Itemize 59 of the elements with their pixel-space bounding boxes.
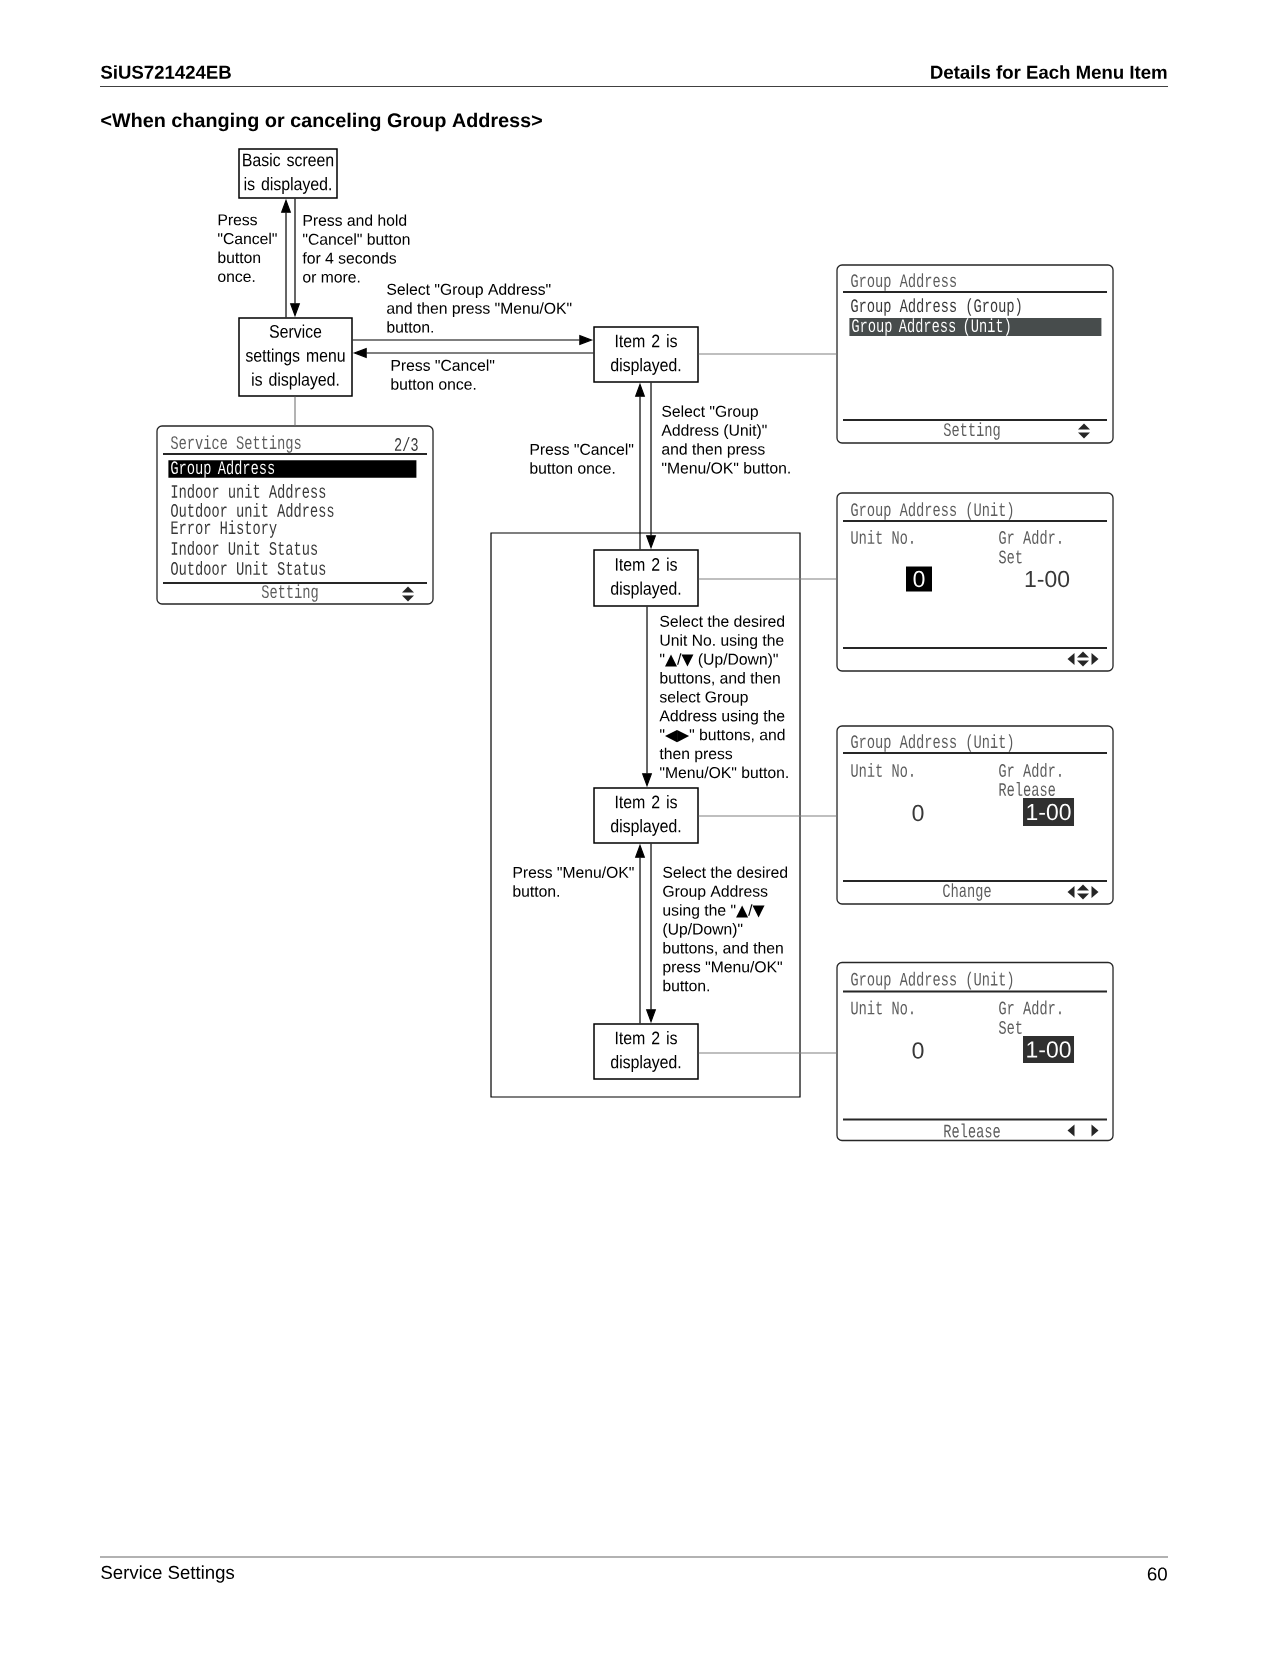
edge-label: Select "Group Address" and then press "Menu/OK" button. xyxy=(387,283,572,333)
page-number: 60 xyxy=(1147,1567,1167,1581)
connector-line xyxy=(698,1052,837,1054)
edge-label: Select "Group Address (Unit)" and then press "Menu/OK" button. xyxy=(661,405,790,474)
field-label: Gr Addr. xyxy=(999,763,1061,777)
edge-label: Press "Cancel" button once. xyxy=(218,214,277,283)
screen-title: Group Address (Unit) xyxy=(851,502,1013,520)
edge-label: Select the desired Unit No. using the "▲/▼ (Up/Down)" buttons, and then select Group Address using the "◀▶" buttons, and then press "Menu/OK" button. xyxy=(659,615,788,779)
menu-item: Group Address (Group) xyxy=(851,298,1021,316)
screen-title: Group Address (Unit) xyxy=(851,971,1013,990)
group-frame xyxy=(490,532,801,1098)
process-box: Item 2 is displayed. xyxy=(593,549,699,607)
page-indicator: 2/3 xyxy=(394,437,418,451)
menu-item: Error History xyxy=(171,520,277,538)
edge-label: Press "Cancel" button once. xyxy=(530,443,634,474)
footer-text: Service Settings xyxy=(101,1565,235,1583)
field-label: Gr Addr. xyxy=(999,530,1061,544)
softkey-label: Change xyxy=(943,883,991,901)
menu-item: Outdoor unit Address xyxy=(171,503,334,517)
screen-title: Service Settings xyxy=(170,435,301,453)
selected-menu-item: Group Address xyxy=(168,460,417,478)
connector-line xyxy=(294,396,296,426)
softkey-label: Setting xyxy=(943,422,1000,440)
process-box: Service settings menu is displayed. xyxy=(238,317,353,397)
section-heading: Details for Each Menu Item xyxy=(931,65,1167,79)
value-text: 0 xyxy=(912,804,924,822)
edge-label: Press "Menu/OK" button. xyxy=(513,866,634,897)
softkey-label: Setting xyxy=(261,584,318,602)
selected-value: 1-00 xyxy=(1023,798,1074,826)
status-text: Release xyxy=(999,782,1055,796)
connector-line xyxy=(698,578,837,580)
field-label: Gr Addr. xyxy=(999,1000,1061,1015)
process-box: Item 2 is displayed. xyxy=(593,326,699,383)
process-box: Basic screen is displayed. xyxy=(238,148,338,199)
field-label: Unit No. xyxy=(851,1000,913,1015)
edge-label: Select the desired Group Address using the "▲/▼ (Up/Down)" buttons, and then press "Menu/OK" button. xyxy=(663,866,788,992)
edge-label: Press "Cancel" button once. xyxy=(391,359,495,390)
document-code: SiUS721424EB xyxy=(100,65,231,79)
status-text: Set xyxy=(998,550,1022,564)
softkey-label: Release xyxy=(944,1123,1000,1138)
connector-line xyxy=(698,353,837,355)
value-text: 0 xyxy=(912,1042,924,1059)
process-box: Item 2 is displayed. xyxy=(593,787,699,844)
menu-item: Indoor Unit Status xyxy=(171,541,318,555)
selected-value: 0 xyxy=(906,566,932,592)
menu-item: Outdoor Unit Status xyxy=(171,561,326,575)
process-box: Item 2 is displayed. xyxy=(593,1023,699,1080)
selected-value: 1-00 xyxy=(1023,1036,1074,1063)
field-label: Unit No. xyxy=(851,763,913,777)
value-text: 1-00 xyxy=(1025,570,1070,588)
screen-title: Group Address xyxy=(851,273,956,291)
selected-menu-item: Group Address (Unit) xyxy=(849,318,1102,336)
menu-item: Indoor unit Address xyxy=(171,484,326,498)
edge-label: Press and hold "Cancel" button for 4 seconds or more. xyxy=(302,214,410,283)
field-label: Unit No. xyxy=(851,530,913,544)
status-text: Set xyxy=(998,1021,1022,1034)
screen-title: Group Address (Unit) xyxy=(851,734,1013,752)
connector-line xyxy=(698,815,837,817)
heading: <When changing or canceling Group Address> xyxy=(101,112,542,132)
